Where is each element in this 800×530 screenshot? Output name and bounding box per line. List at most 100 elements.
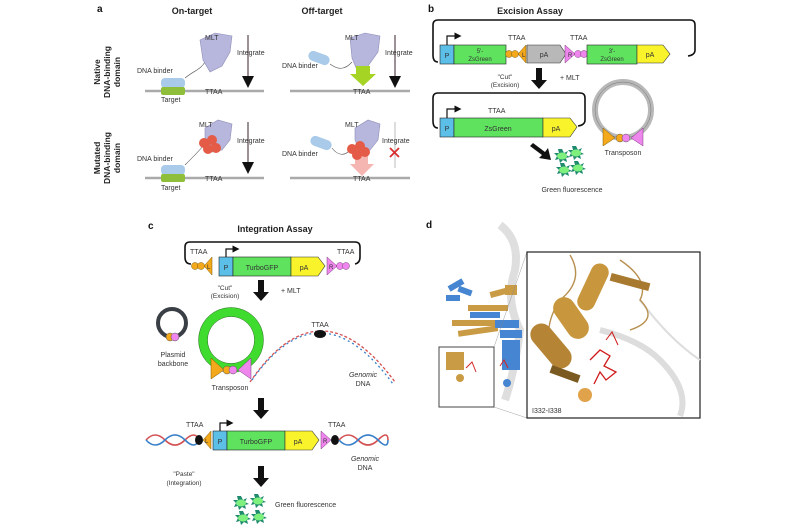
svg-text:DNA binder: DNA binder xyxy=(137,68,173,75)
arrow-down-icon xyxy=(531,68,547,89)
svg-text:R: R xyxy=(329,265,334,271)
svg-text:Integrate: Integrate xyxy=(385,50,413,57)
svg-text:(Integration): (Integration) xyxy=(166,480,201,487)
svg-text:ZsGreen: ZsGreen xyxy=(468,57,491,63)
native-on-target: MLT DNA binder Target TTAA Integrate xyxy=(137,32,265,104)
zoom-box xyxy=(438,346,495,408)
arrow-down-icon xyxy=(253,398,269,419)
arrow-down-icon xyxy=(253,466,269,487)
svg-text:ZsGreen: ZsGreen xyxy=(600,57,623,63)
svg-text:DNA binder: DNA binder xyxy=(137,156,173,163)
svg-text:MLT: MLT xyxy=(205,35,219,42)
svg-text:TTAA: TTAA xyxy=(205,176,223,183)
svg-text:P: P xyxy=(445,126,450,133)
svg-text:(Excision): (Excision) xyxy=(491,82,520,89)
native-off-target: MLT DNA binder TTAA Integrate xyxy=(282,32,413,96)
col-on-target: On-target xyxy=(172,6,213,16)
mutated-off-target: MLT DNA binder TTAA Integrate xyxy=(282,119,410,183)
svg-text:domain: domain xyxy=(112,57,122,87)
svg-text:L: L xyxy=(522,53,526,59)
panel-d: d xyxy=(426,220,701,419)
svg-text:Integrate: Integrate xyxy=(237,50,265,57)
svg-text:TTAA: TTAA xyxy=(205,89,223,96)
svg-text:DNA-binding: DNA-binding xyxy=(102,46,112,98)
panel-a: a On-target Off-target Native DNA-bindin… xyxy=(92,4,413,192)
svg-text:DNA: DNA xyxy=(358,465,373,472)
svg-text:ZsGreen: ZsGreen xyxy=(484,126,511,133)
svg-text:TTAA: TTAA xyxy=(353,89,371,96)
dna-binder-shape xyxy=(161,78,185,88)
mutated-on-target: MLT DNA binder Target TTAA Integrate xyxy=(137,119,265,192)
protein-structure-overview xyxy=(446,221,525,402)
svg-text:d: d xyxy=(426,220,432,231)
svg-text:L: L xyxy=(205,439,209,445)
panel-a-label: a xyxy=(97,4,103,15)
svg-text:c: c xyxy=(148,221,154,232)
svg-text:Genomic: Genomic xyxy=(349,372,378,379)
svg-text:Plasmid: Plasmid xyxy=(161,352,186,359)
svg-text:TTAA: TTAA xyxy=(488,108,506,115)
svg-text:P: P xyxy=(218,439,223,446)
svg-text:b: b xyxy=(428,4,434,15)
svg-text:pA: pA xyxy=(646,52,655,59)
svg-text:pA: pA xyxy=(294,439,303,446)
svg-text:5'-: 5'- xyxy=(477,49,483,55)
svg-text:TurboGFP: TurboGFP xyxy=(246,265,279,272)
svg-text:TTAA: TTAA xyxy=(508,35,526,42)
svg-text:R: R xyxy=(323,439,328,445)
svg-text:TTAA: TTAA xyxy=(311,322,329,329)
inset-caption: I332-I338 xyxy=(532,408,562,415)
svg-text:pA: pA xyxy=(540,52,549,59)
svg-text:TTAA: TTAA xyxy=(190,249,208,256)
col-off-target: Off-target xyxy=(302,6,343,16)
svg-text:TTAA: TTAA xyxy=(353,176,371,183)
svg-text:Target: Target xyxy=(161,97,181,104)
target-shape xyxy=(161,87,185,95)
residues-i332-i338 xyxy=(589,349,618,385)
panel-b: b Excision Assay P 5'- ZsGreen L pA R 3'… xyxy=(428,4,696,194)
panel-c: c Integration Assay L P TurboGFP pA R TT… xyxy=(145,221,396,525)
svg-text:DNA binder: DNA binder xyxy=(282,151,318,158)
svg-text:"Cut": "Cut" xyxy=(218,285,233,292)
row-native-label: Native DNA-binding domain xyxy=(92,46,122,98)
svg-text:Green fluorescence: Green fluorescence xyxy=(275,502,336,509)
blocked-x-icon xyxy=(389,147,400,158)
svg-text:Genomic: Genomic xyxy=(351,456,380,463)
svg-text:pA: pA xyxy=(552,126,561,133)
svg-text:MLT: MLT xyxy=(199,122,213,129)
svg-text:P: P xyxy=(445,53,450,60)
svg-text:domain: domain xyxy=(112,143,122,173)
svg-text:TTAA: TTAA xyxy=(337,249,355,256)
svg-text:(Excision): (Excision) xyxy=(211,293,240,300)
svg-text:TTAA: TTAA xyxy=(570,35,588,42)
svg-text:Integration Assay: Integration Assay xyxy=(237,224,312,234)
svg-text:DNA binder: DNA binder xyxy=(282,63,318,70)
svg-text:TTAA: TTAA xyxy=(186,422,204,429)
plasmid-backbone-shape xyxy=(156,307,188,339)
svg-text:+ MLT: + MLT xyxy=(560,75,580,82)
svg-text:backbone: backbone xyxy=(158,361,188,368)
svg-text:TTAA: TTAA xyxy=(328,422,346,429)
svg-text:"Paste": "Paste" xyxy=(173,471,195,478)
svg-text:Transposon: Transposon xyxy=(605,150,642,157)
svg-text:Native: Native xyxy=(92,59,102,85)
row-mutated-label: Mutated DNA-binding domain xyxy=(92,132,122,184)
svg-text:DNA-binding: DNA-binding xyxy=(102,132,112,184)
mlt-shape xyxy=(199,32,233,73)
svg-text:Green fluorescence: Green fluorescence xyxy=(541,187,602,194)
arrow-down-icon xyxy=(253,280,269,301)
svg-text:3'-: 3'- xyxy=(609,49,615,55)
svg-text:+ MLT: + MLT xyxy=(281,288,301,295)
svg-text:Transposon: Transposon xyxy=(212,385,249,392)
svg-text:Integrate: Integrate xyxy=(382,138,410,145)
ttaa-site-marker xyxy=(314,330,326,338)
svg-text:DNA: DNA xyxy=(356,381,371,388)
protein-structure-inset: I332-I338 xyxy=(526,251,701,419)
svg-text:"Cut": "Cut" xyxy=(498,74,513,81)
svg-text:Integrate: Integrate xyxy=(237,138,265,145)
svg-text:R: R xyxy=(568,53,573,59)
svg-text:P: P xyxy=(224,265,229,272)
svg-text:MLT: MLT xyxy=(345,122,359,129)
svg-text:MLT: MLT xyxy=(345,35,359,42)
